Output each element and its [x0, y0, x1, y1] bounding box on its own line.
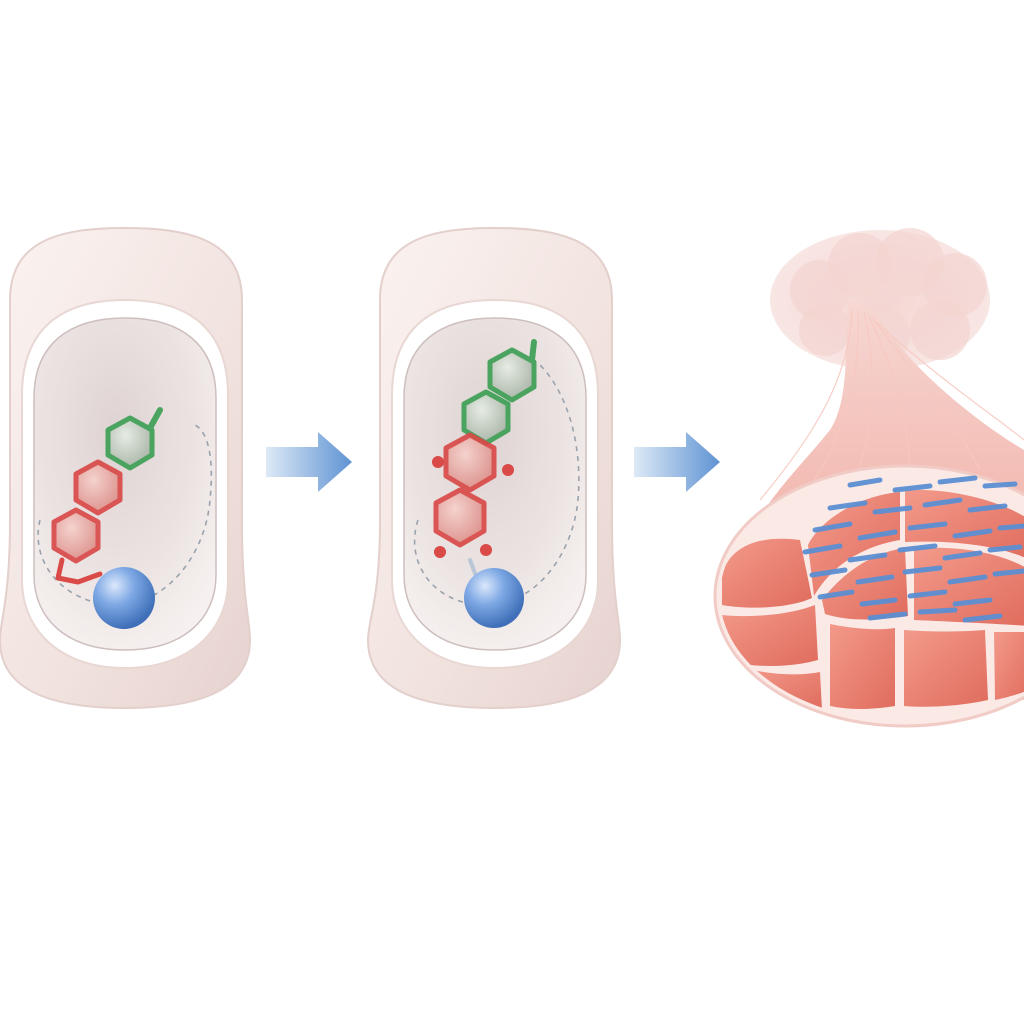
capsule-1-molecule [51, 407, 163, 629]
fiber [997, 523, 1024, 531]
fiber [942, 550, 983, 561]
bead-2 [464, 568, 524, 628]
cone-striations [759, 309, 1024, 501]
fiber [937, 475, 978, 485]
fiber [867, 611, 908, 621]
red-knob [480, 544, 492, 556]
capsule-2-molecule [432, 339, 537, 628]
fiber [857, 529, 898, 541]
capsule-1-cavity [33, 317, 217, 651]
arrow-1 [266, 432, 352, 492]
fascicle [830, 624, 895, 709]
fascicle [722, 538, 812, 608]
bead-1 [93, 567, 155, 629]
fiber [802, 543, 843, 555]
fiber [952, 528, 993, 539]
arrow-2 [634, 432, 720, 492]
red-ring-upper [73, 459, 123, 516]
red-knob [502, 464, 514, 476]
linker [468, 558, 478, 578]
fascicles [720, 471, 1024, 721]
fiber [917, 607, 958, 615]
red-ring-lower [51, 507, 101, 564]
green-ring-upper [487, 347, 537, 403]
red-ring-lower [433, 487, 487, 548]
fiber [855, 574, 895, 585]
capsule-2-cavity [403, 317, 587, 651]
green-stub [529, 339, 537, 363]
fiber [982, 481, 1018, 489]
fiber [847, 477, 883, 488]
fiber [809, 567, 848, 578]
red-knob [432, 456, 444, 468]
muscle-bundle [713, 228, 1024, 728]
capsule-2 [366, 226, 622, 710]
red-knob [434, 546, 446, 558]
capsule-1-dashed-path [37, 424, 213, 607]
fiber [952, 597, 993, 607]
fiber [812, 521, 853, 533]
fiber [897, 543, 938, 553]
fiber [859, 597, 898, 607]
capsule-2-dashed-path [413, 364, 580, 607]
fiber [962, 613, 1003, 623]
fiber [987, 544, 1023, 553]
fiber [892, 483, 933, 493]
fiber [827, 500, 868, 511]
fiber [907, 589, 948, 599]
red-ring-upper [443, 432, 497, 493]
fascicle [904, 630, 988, 707]
fiber [922, 497, 963, 508]
blue-fibers [802, 475, 1024, 623]
fiber [947, 574, 988, 585]
red-tail [55, 557, 103, 585]
fiber [872, 505, 913, 515]
green-ring [105, 415, 155, 471]
fascicle [720, 605, 818, 666]
fascicle [914, 547, 1024, 626]
fiber [902, 565, 943, 575]
green-stub [147, 407, 163, 431]
fiber [967, 503, 1008, 513]
fiber [847, 552, 888, 563]
fascicle [994, 632, 1024, 700]
fiber [817, 589, 855, 600]
fiber [907, 521, 948, 531]
fiber [992, 568, 1024, 577]
capsule-1 [0, 226, 252, 710]
